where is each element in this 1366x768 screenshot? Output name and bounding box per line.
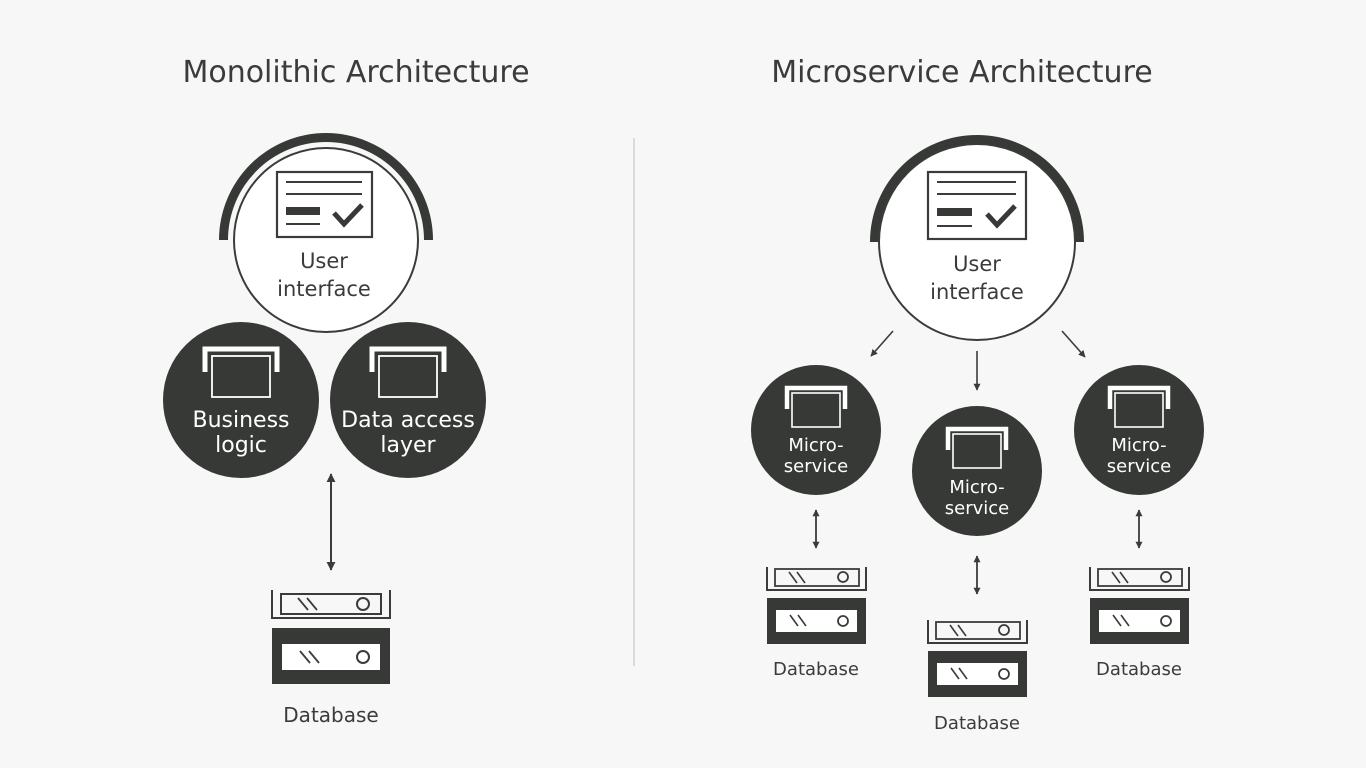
- window-box-icon: [945, 426, 1009, 469]
- microservice-label-line1: Micro-: [1111, 435, 1166, 456]
- server-rack-icon: [766, 567, 867, 644]
- form-checkmark-icon: [926, 170, 1028, 241]
- microservice-circle: [751, 365, 881, 495]
- microservice-label-line1: Micro-: [788, 435, 843, 456]
- microservice-node-2: Micro- service: [912, 406, 1042, 536]
- monolithic-diagram: User interface Business logic Data acces…: [163, 133, 486, 727]
- microservice-node-1: Micro- service: [751, 365, 881, 495]
- form-checkmark-icon: [275, 170, 374, 239]
- microservice-diagram: User interface Micro- service: [751, 135, 1204, 734]
- database-label: Database: [283, 703, 378, 727]
- microservice-title: Microservice Architecture: [771, 55, 1152, 90]
- microservice-label-line2: service: [1107, 456, 1171, 477]
- server-rack-icon: [1089, 567, 1190, 644]
- business-logic-node: Business logic: [163, 322, 319, 478]
- ui-label-line1: User: [953, 252, 1001, 276]
- server-rack-icon: [271, 590, 391, 684]
- data-access-layer-label-line1: Data access: [341, 408, 475, 433]
- data-access-layer-node: Data access layer: [330, 322, 486, 478]
- arrow-icon: [1061, 330, 1086, 358]
- database-label: Database: [1096, 659, 1182, 680]
- business-logic-label-line2: logic: [215, 433, 267, 458]
- database-label: Database: [934, 713, 1020, 734]
- business-logic-label-line1: Business: [192, 408, 289, 433]
- monolithic-title: Monolithic Architecture: [182, 55, 529, 90]
- window-box-icon: [202, 346, 280, 398]
- user-interface-node: User interface: [219, 133, 433, 333]
- ui-circle: [233, 147, 419, 333]
- microservice-circle: [912, 406, 1042, 536]
- arrow-icon: [870, 330, 894, 357]
- window-box-icon: [784, 385, 848, 428]
- server-rack-icon: [927, 620, 1028, 697]
- ui-label-line2: interface: [930, 280, 1024, 304]
- microservice-node-3: Micro- service: [1074, 365, 1204, 495]
- user-interface-node: User interface: [870, 135, 1084, 341]
- microservice-label-line2: service: [784, 456, 848, 477]
- microservice-label-line1: Micro-: [949, 477, 1004, 498]
- data-access-layer-label-line2: layer: [380, 433, 436, 458]
- ui-label-line1: User: [300, 249, 348, 273]
- microservice-circle: [1074, 365, 1204, 495]
- data-access-layer-circle: [330, 322, 486, 478]
- window-box-icon: [1107, 385, 1171, 428]
- database-label: Database: [773, 659, 859, 680]
- microservice-label-line2: service: [945, 498, 1009, 519]
- ui-label-line2: interface: [277, 277, 371, 301]
- ui-circle: [878, 143, 1076, 341]
- window-box-icon: [369, 346, 447, 398]
- business-logic-circle: [163, 322, 319, 478]
